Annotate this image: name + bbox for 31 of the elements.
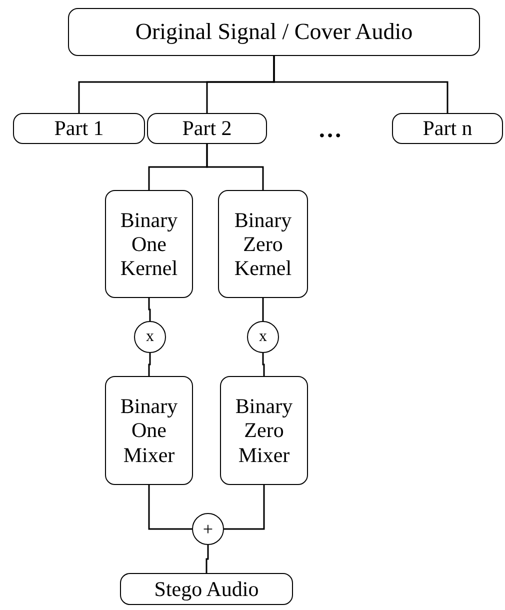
process-box xyxy=(218,190,308,298)
node-text: x xyxy=(259,329,267,345)
node-text: Binary One Kernel xyxy=(119,208,179,280)
connector-line xyxy=(148,298,151,321)
node-text: + xyxy=(202,520,214,538)
node-text: Binary Zero Kernel xyxy=(233,208,293,280)
node-text: Binary Zero Mixer xyxy=(234,394,294,467)
node-text: Stego Audio xyxy=(153,576,260,602)
process-box xyxy=(147,113,267,144)
process-box xyxy=(120,573,293,605)
node-text: Part n xyxy=(422,116,474,141)
process-box xyxy=(392,113,503,144)
connector-line xyxy=(262,353,265,376)
process-box xyxy=(220,376,308,485)
connector-line xyxy=(262,298,264,321)
process-box xyxy=(13,113,145,144)
process-box xyxy=(105,376,193,485)
ellipsis-text: … xyxy=(318,116,342,145)
process-box xyxy=(105,190,193,298)
connector-line xyxy=(206,144,264,190)
connector-line xyxy=(224,485,265,530)
node-text: Part 1 xyxy=(53,116,105,141)
connector-line xyxy=(148,353,151,376)
node-text: Original Signal / Cover Audio xyxy=(134,18,414,46)
connector-line xyxy=(206,545,209,573)
process-box xyxy=(68,8,480,56)
connector-line xyxy=(273,56,448,113)
node-text: Part 2 xyxy=(181,116,233,141)
node-text: Binary One Mixer xyxy=(119,394,179,467)
node-text: x xyxy=(146,329,154,345)
connector-line xyxy=(148,485,192,530)
